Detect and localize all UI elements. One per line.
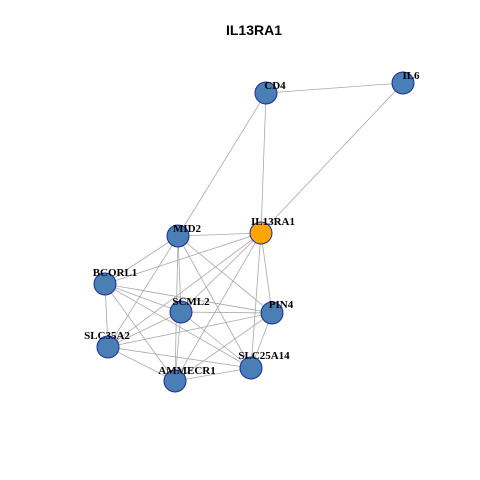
node-label-ammecr1: AMMECR1: [158, 365, 215, 377]
edge-bcorl1-slc25a14: [104, 283, 252, 369]
edge-cd4-il13ra1: [260, 92, 267, 234]
node-label-il13ra1: IL13RA1: [251, 216, 295, 228]
edge-mid2-scml2: [177, 235, 182, 313]
node-label-scml2: SCML2: [172, 296, 210, 308]
edge-il6-il13ra1: [260, 82, 404, 234]
edge-ammecr1-slc25a14: [174, 367, 252, 382]
edge-mid2-bcorl1: [104, 235, 179, 285]
edge-cd4-mid2: [177, 92, 267, 237]
node-slc35a2[interactable]: [96, 335, 120, 359]
node-mid2[interactable]: [166, 224, 190, 248]
edge-il13ra1-pin4: [260, 232, 273, 314]
node-scml2[interactable]: [169, 300, 193, 324]
node-slc25a14[interactable]: [239, 356, 263, 380]
node-label-slc35a2: SLC35A2: [84, 330, 130, 342]
edge-slc35a2-ammecr1: [107, 346, 176, 382]
edge-slc35a2-slc25a14: [107, 346, 252, 369]
edge-bcorl1-pin4: [104, 283, 273, 314]
edge-bcorl1-ammecr1: [104, 283, 176, 382]
edge-pin4-slc35a2: [107, 312, 273, 348]
node-label-il6: IL6: [402, 70, 420, 82]
node-cd4[interactable]: [254, 81, 278, 105]
graph-title: IL13RA1: [226, 22, 282, 38]
node-label-slc25a14: SLC25A14: [238, 350, 290, 362]
node-il13ra1[interactable]: [249, 221, 273, 245]
edge-scml2-pin4: [180, 311, 273, 314]
node-label-cd4: CD4: [264, 80, 286, 92]
edge-scml2-slc35a2: [107, 311, 182, 348]
edge-mid2-il13ra1: [177, 232, 262, 237]
node-label-pin4: PIN4: [269, 299, 294, 311]
edge-bcorl1-scml2: [104, 283, 182, 313]
node-label-bcorl1: BCORL1: [93, 267, 138, 279]
node-ammecr1[interactable]: [163, 369, 187, 393]
edge-il13ra1-slc35a2: [107, 232, 262, 348]
edge-scml2-slc25a14: [180, 311, 252, 369]
edge-pin4-ammecr1: [174, 312, 273, 382]
node-il6[interactable]: [391, 71, 415, 95]
edge-il13ra1-scml2: [180, 232, 262, 313]
edge-layer: [104, 82, 404, 382]
edge-scml2-ammecr1: [174, 311, 182, 382]
edge-mid2-slc25a14: [177, 235, 252, 369]
edge-mid2-slc35a2: [107, 235, 179, 348]
edge-il13ra1-ammecr1: [174, 232, 262, 382]
node-label-mid2: MID2: [173, 223, 202, 235]
edge-il13ra1-bcorl1: [104, 232, 262, 285]
edge-cd4-il6: [265, 82, 404, 94]
node-bcorl1[interactable]: [93, 272, 117, 296]
edge-il13ra1-slc25a14: [250, 232, 262, 369]
node-pin4[interactable]: [260, 301, 284, 325]
